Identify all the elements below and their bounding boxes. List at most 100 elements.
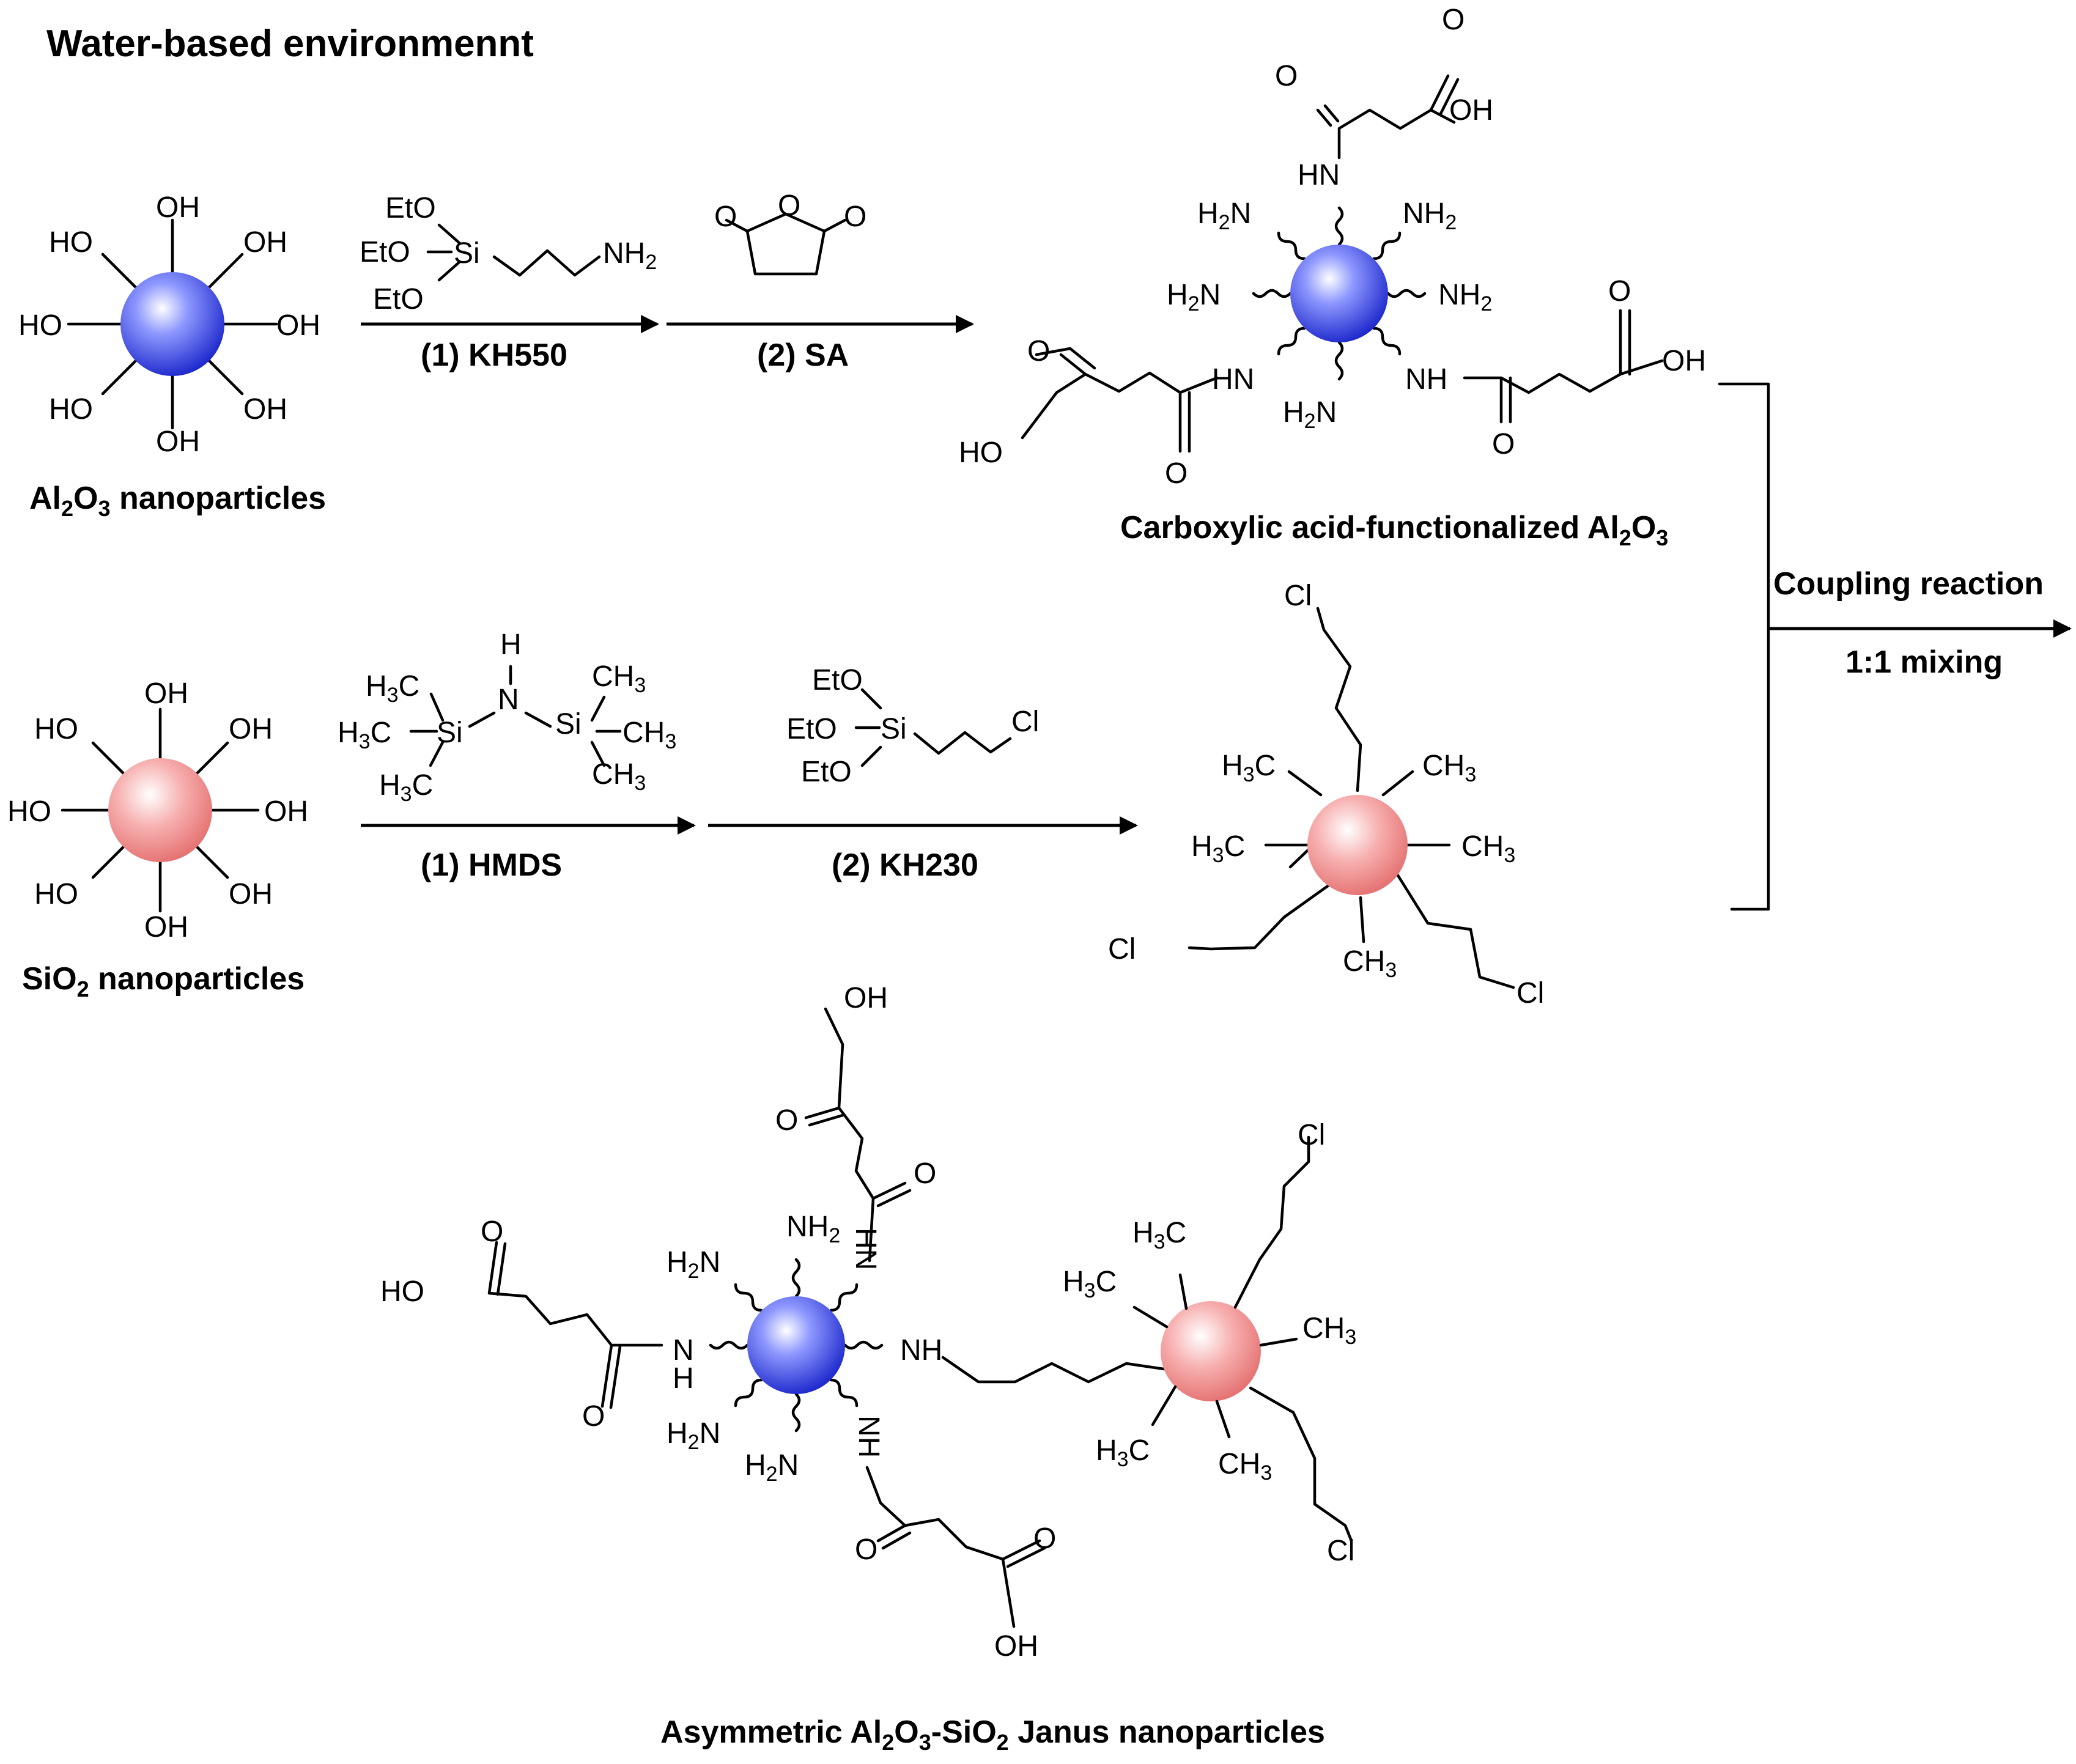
atom-label: CH3 xyxy=(1422,750,1476,786)
atom-label: CH3 xyxy=(1302,1312,1356,1349)
atom-label: EtO xyxy=(373,283,424,316)
atom-label: O xyxy=(778,190,800,222)
carboxylic-acid-al2o3-structure: O O OH HN H2N NH2 H2N NH2 HN NH H2N O HO… xyxy=(959,4,1706,490)
atom-label: O xyxy=(1165,457,1188,490)
atom-label: H3C xyxy=(1132,1217,1186,1253)
atom-label: HO xyxy=(7,795,51,828)
atom-label: OH xyxy=(844,982,888,1014)
atom-label: OH xyxy=(264,795,308,828)
hmds-reagent-structure: H N H3C H3C H3C Si Si CH3 CH3 CH3 xyxy=(338,629,676,806)
atom-label: N xyxy=(498,684,519,716)
atom-label: EtO xyxy=(786,713,837,745)
atom-label: H2N xyxy=(667,1246,720,1283)
atom-label: Cl xyxy=(1108,933,1136,965)
caption-sio2-nanoparticles: SiO2 nanoparticles xyxy=(22,961,305,1002)
atom-label: CH3 xyxy=(592,758,646,795)
atom-label: O xyxy=(1275,60,1298,92)
sio2-particle-sphere xyxy=(108,758,212,862)
atom-label: Cl xyxy=(1516,977,1544,1009)
atom-label: H2N xyxy=(1283,396,1337,433)
atom-label: HO xyxy=(959,437,1003,469)
atom-label: NH2 xyxy=(786,1211,840,1247)
atom-label: Cl xyxy=(1298,1119,1325,1151)
atom-label: HN xyxy=(1298,159,1340,191)
step-sa-label: (2) SA xyxy=(757,338,849,373)
atom-label: O xyxy=(481,1216,503,1248)
atom-label: CH3 xyxy=(1461,830,1515,867)
atom-label: O xyxy=(1492,428,1515,460)
atom-label: OH xyxy=(229,713,273,745)
atom-label: O xyxy=(714,201,737,233)
atom-label: H2N xyxy=(1167,279,1221,316)
atom-label: HO xyxy=(34,713,78,745)
atom-label: O xyxy=(855,1533,877,1566)
atom-label: HO xyxy=(34,878,78,910)
succinic-anhydride-structure: O O O xyxy=(714,190,866,276)
atom-label: H3C xyxy=(366,670,419,707)
step-kh230-label: (2) KH230 xyxy=(832,847,978,883)
product-bracket xyxy=(1718,382,1770,911)
sio2-particle-sphere xyxy=(1307,795,1408,895)
atom-label: OH xyxy=(144,677,188,710)
al2o3-particle-sphere xyxy=(1290,245,1388,342)
atom-label: O xyxy=(775,1104,798,1137)
atom-label: H3C xyxy=(1096,1434,1150,1471)
atom-label: NH xyxy=(852,1415,885,1458)
step-kh550-label: (1) KH550 xyxy=(421,338,567,373)
atom-label: OH xyxy=(1449,94,1493,127)
kh230-reagent-structure: EtO EtO EtO Si Cl xyxy=(786,664,1039,788)
atom-label: Cl xyxy=(1011,706,1039,738)
caption-janus-nanoparticles: Asymmetric Al2O3-SiO2 Janus nanoparticle… xyxy=(660,1714,1325,1755)
atom-label: OH xyxy=(994,1630,1038,1663)
atom-ho: HO xyxy=(49,226,93,259)
atom-label: Si xyxy=(555,708,582,740)
atom-label: N xyxy=(673,1334,694,1367)
caption-carboxylic-acid-al2o3: Carboxylic acid-functionalized Al2O3 xyxy=(1120,510,1668,550)
atom-label: CH3 xyxy=(592,660,646,697)
atom-label: CH3 xyxy=(1343,945,1397,982)
atom-label: EtO xyxy=(812,664,863,696)
al2o3-particle-sphere xyxy=(120,272,224,376)
atom-label: EtO xyxy=(360,236,410,268)
atom-label: H2N xyxy=(745,1449,799,1486)
atom-label: EtO xyxy=(385,192,436,224)
atom-label: O xyxy=(1608,275,1631,308)
atom-label: O xyxy=(844,201,866,233)
atom-label: Si xyxy=(437,717,463,749)
kh550-reagent-structure: EtO EtO EtO Si NH2 xyxy=(360,192,657,316)
atom-label: H2N xyxy=(667,1417,720,1454)
atom-label: H3C xyxy=(338,717,391,753)
atom-label: O xyxy=(914,1157,936,1190)
atom-label: NH2 xyxy=(1438,279,1492,316)
al2o3-nanoparticle: OH HO OH HO OH HO OH OH xyxy=(18,191,320,458)
atom-label: H xyxy=(673,1362,694,1395)
step-mixing-label: 1:1 mixing xyxy=(1845,644,2003,680)
atom-label: Si xyxy=(454,237,480,270)
atom-label: H xyxy=(500,629,522,661)
atom-label: CH3 xyxy=(622,717,676,753)
atom-label: O xyxy=(582,1400,605,1433)
atom-label: H3C xyxy=(1222,750,1276,786)
step-coupling-label: Coupling reaction xyxy=(1773,566,2044,602)
atom-label: HN xyxy=(1212,363,1254,396)
atom-label: NH xyxy=(1405,363,1447,396)
atom-label: OH xyxy=(229,878,273,910)
atom-label: Cl xyxy=(1284,580,1312,612)
atom-label: OH xyxy=(1662,345,1706,377)
atom-label: Cl xyxy=(1327,1535,1354,1567)
chloropropyl-sio2-structure: Cl H3C CH3 H3C CH3 CH3 Cl Cl xyxy=(1108,580,1544,1009)
atom-label: O xyxy=(1027,335,1050,367)
atom-label: EtO xyxy=(801,756,852,788)
atom-label: NH2 xyxy=(1403,197,1457,234)
sio2-particle-sphere xyxy=(1161,1301,1261,1401)
scheme-title: Water-based environmennt xyxy=(46,23,534,65)
atom-ho: HO xyxy=(18,309,62,342)
atom-label: O xyxy=(1033,1522,1056,1555)
atom-oh: OH xyxy=(243,393,287,426)
atom-oh: OH xyxy=(156,426,200,458)
janus-nanoparticle-structure: OH O O HN NH2 H2N N H NH H2N H2N NH O HO… xyxy=(380,982,1356,1663)
atom-label: CH3 xyxy=(1218,1448,1272,1485)
step-hmds-label: (1) HMDS xyxy=(421,847,562,883)
atom-label: OH xyxy=(144,911,188,943)
